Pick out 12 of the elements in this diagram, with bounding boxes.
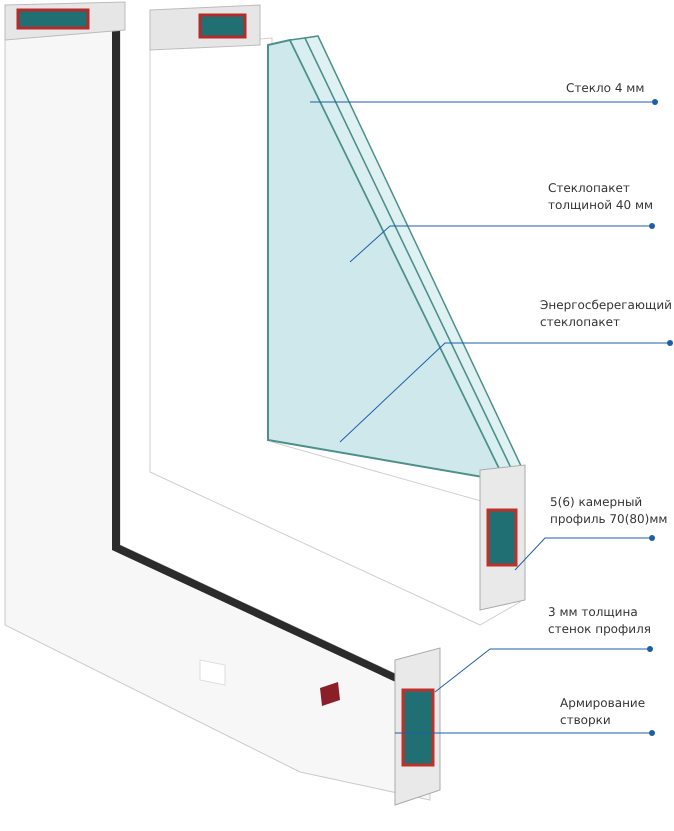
callout-label: Энергосберегающий стеклопакет: [540, 297, 672, 331]
callout-label: Армирование створки: [560, 695, 660, 729]
leader-line: [394, 730, 655, 736]
leader-line: [434, 646, 653, 692]
callout-label: 3 мм толщина стенок профиля: [548, 604, 658, 638]
leader-line: [350, 223, 655, 262]
leader-line: [310, 99, 658, 105]
callout-label: Стеклопакет толщиной 40 мм: [548, 180, 656, 214]
leader-line: [340, 340, 673, 442]
leader-line: [514, 535, 655, 570]
callout-label: Стекло 4 мм: [566, 80, 661, 97]
callout-label: 5(6) камерный профиль 70(80)мм: [550, 494, 672, 528]
